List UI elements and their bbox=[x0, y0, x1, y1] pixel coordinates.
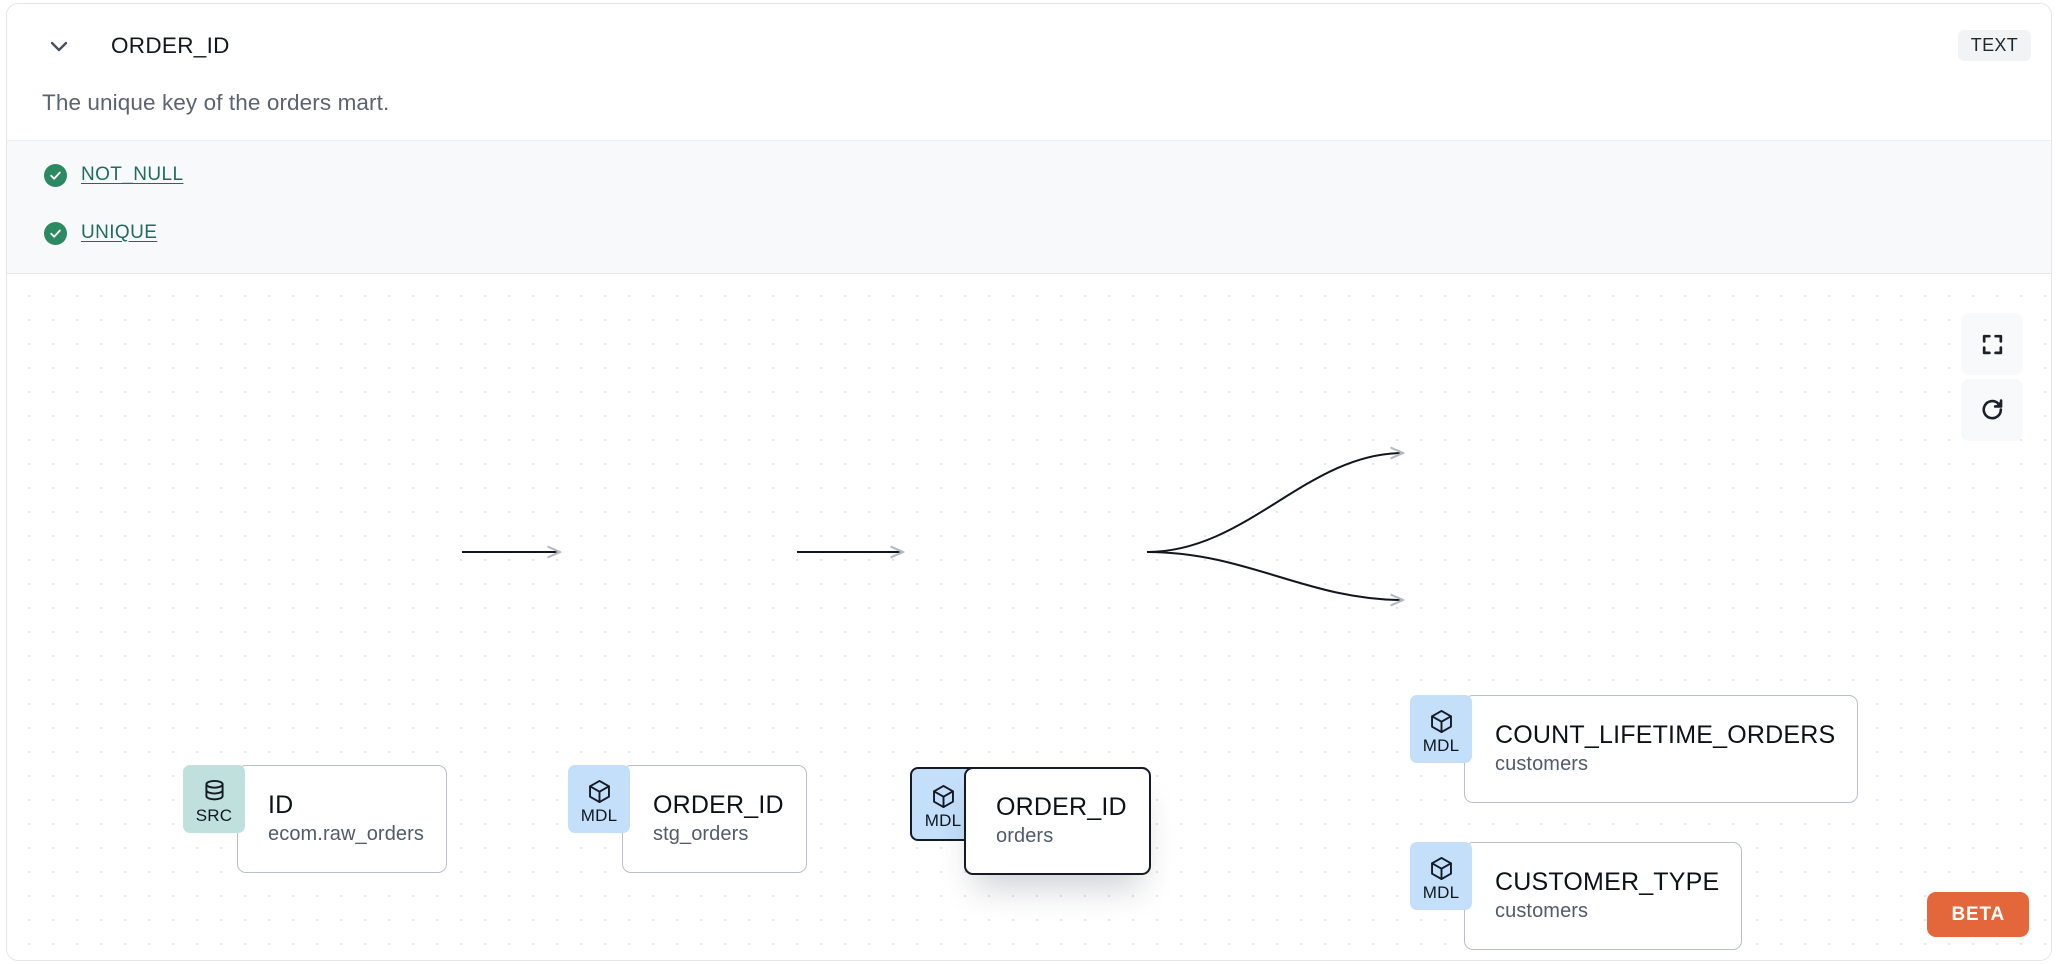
node-type-label: SRC bbox=[195, 805, 233, 825]
beta-badge[interactable]: BETA bbox=[1927, 892, 2029, 937]
node-source-name: stg_orders bbox=[653, 823, 749, 846]
page-title: ORDER_ID bbox=[111, 33, 230, 58]
node-source-name: customers bbox=[1495, 900, 1589, 923]
test-row[interactable]: UNIQUE bbox=[44, 218, 157, 248]
tests-section: NOT_NULL UNIQUE bbox=[7, 140, 2051, 274]
node-column-name: ORDER_ID bbox=[653, 790, 784, 819]
node-type-badge-mdl: MDL bbox=[1410, 842, 1472, 910]
node-body[interactable]: CUSTOMER_TYPE customers bbox=[1464, 842, 1743, 950]
node-body[interactable]: ORDER_ID stg_orders bbox=[622, 765, 807, 873]
card-header: ORDER_ID TEXT bbox=[7, 4, 2051, 86]
fit-view-button[interactable] bbox=[1961, 313, 2023, 375]
node-column-name: COUNT_LIFETIME_ORDERS bbox=[1495, 720, 1836, 749]
node-source-name: orders bbox=[996, 825, 1054, 848]
node-type-label: MDL bbox=[1422, 735, 1460, 755]
lineage-canvas[interactable]: SRC ID ecom.raw_orders MDL ORDER_ID stg_… bbox=[7, 275, 2051, 961]
lineage-node-count-lifetime-orders[interactable]: MDL COUNT_LIFETIME_ORDERS customers bbox=[1410, 695, 1859, 803]
node-body[interactable]: ID ecom.raw_orders bbox=[237, 765, 448, 873]
node-column-name: ID bbox=[268, 790, 294, 819]
node-type-label: MDL bbox=[1422, 882, 1460, 902]
lineage-node-src-id[interactable]: SRC ID ecom.raw_orders bbox=[183, 765, 448, 873]
node-column-name: CUSTOMER_TYPE bbox=[1495, 867, 1720, 896]
lineage-node-customer-type[interactable]: MDL CUSTOMER_TYPE customers bbox=[1410, 842, 1743, 950]
lineage-node-stg-orders[interactable]: MDL ORDER_ID stg_orders bbox=[568, 765, 807, 873]
node-source-name: customers bbox=[1495, 753, 1589, 776]
test-link-not-null[interactable]: NOT_NULL bbox=[81, 164, 184, 185]
fullscreen-icon bbox=[1980, 332, 2005, 357]
node-body[interactable]: COUNT_LIFETIME_ORDERS customers bbox=[1464, 695, 1859, 803]
node-type-label: MDL bbox=[580, 805, 618, 825]
test-row[interactable]: NOT_NULL bbox=[44, 160, 183, 190]
column-type-badge: TEXT bbox=[1957, 30, 2031, 61]
canvas-controls bbox=[1961, 313, 2023, 441]
column-detail-card: ORDER_ID TEXT The unique key of the orde… bbox=[6, 3, 2052, 961]
lineage-node-orders-selected[interactable]: MDL ORDER_ID orders bbox=[910, 767, 1151, 875]
node-type-badge-mdl: MDL bbox=[910, 767, 974, 841]
node-type-badge-src: SRC bbox=[183, 765, 245, 833]
node-source-name: ecom.raw_orders bbox=[268, 823, 425, 846]
node-type-label: MDL bbox=[924, 810, 962, 830]
node-column-name: ORDER_ID bbox=[996, 792, 1127, 821]
chevron-down-icon[interactable] bbox=[45, 32, 73, 60]
reset-button[interactable] bbox=[1961, 379, 2023, 441]
test-link-unique[interactable]: UNIQUE bbox=[81, 222, 158, 243]
lineage-edges bbox=[462, 275, 2051, 961]
refresh-icon bbox=[1979, 397, 2006, 424]
node-body[interactable]: ORDER_ID orders bbox=[964, 767, 1151, 875]
check-circle-icon bbox=[44, 221, 67, 245]
node-type-badge-mdl: MDL bbox=[1410, 695, 1472, 763]
node-type-badge-mdl: MDL bbox=[568, 765, 630, 833]
check-circle-icon bbox=[44, 163, 67, 187]
column-description: The unique key of the orders mart. bbox=[42, 90, 390, 115]
